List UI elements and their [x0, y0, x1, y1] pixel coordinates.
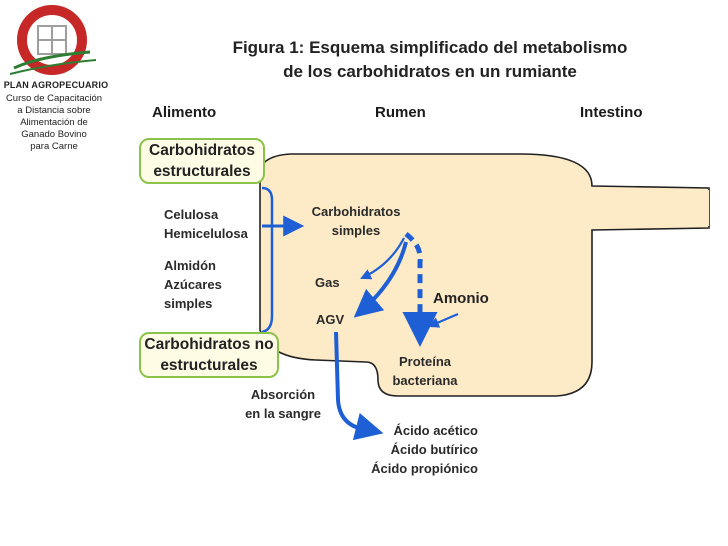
- item-almidon: Almidón: [164, 258, 216, 273]
- nonstructural-items: Almidón Azúcares simples: [164, 256, 222, 313]
- course-line: para Carne: [30, 141, 78, 152]
- acid-propionico: Ácido propiónico: [371, 461, 478, 476]
- item-azucares: Azúcares: [164, 277, 222, 292]
- item-celulosa: Celulosa: [164, 207, 219, 222]
- course-line: Alimentación de: [20, 117, 88, 128]
- label-line: simples: [331, 223, 381, 238]
- logo-emblem: [9, 5, 97, 75]
- food-bracket: [261, 186, 274, 334]
- gas-label: Gas: [315, 275, 340, 290]
- bacterial-protein-label: Proteína bacteriana: [386, 352, 464, 390]
- simple-carbs-label: Carbohidratos simples: [300, 202, 412, 240]
- box-line: estructurales: [160, 357, 258, 374]
- figure-title: Figura 1: Esquema simplificado del metab…: [170, 36, 690, 84]
- course-line: Curso de Capacitación: [5, 93, 103, 104]
- label-line: Absorción: [250, 387, 316, 402]
- protein-dashed-arrow: [402, 232, 438, 347]
- acids-list: Ácido acético Ácido butírico Ácido propi…: [358, 421, 478, 478]
- intestine-fill: [590, 190, 709, 226]
- gas-arrow: [360, 237, 405, 280]
- course-line: Ganado Bovino: [21, 129, 87, 140]
- agv-arrow: [353, 241, 408, 318]
- course-caption: Curso de Capacitación a Distancia sobre …: [2, 93, 106, 153]
- ammonia-arrow: [427, 312, 459, 328]
- item-simples: simples: [164, 296, 213, 311]
- acid-acetico: Ácido acético: [393, 423, 478, 438]
- absorption-label: Absorción en la sangre: [238, 385, 328, 423]
- figure-title-line: Figura 1: Esquema simplificado del metab…: [232, 38, 628, 57]
- nonstructural-carbs-box: Carbohidratos no estructurales: [139, 332, 279, 378]
- box-line: Carbohidratos: [149, 142, 255, 159]
- acid-butirico: Ácido butírico: [390, 442, 478, 457]
- agv-label: AGV: [316, 312, 345, 327]
- structural-items: Celulosa Hemicelulosa: [164, 205, 248, 243]
- header-alimento: Alimento: [152, 104, 217, 121]
- absorption-arrow: [334, 331, 384, 441]
- box-line: Carbohidratos no: [144, 336, 274, 353]
- label-line: bacteriana: [392, 373, 458, 388]
- ammonia-label: Amonio: [433, 290, 489, 307]
- figure-title-line: de los carbohidratos en un rumiante: [283, 62, 577, 81]
- item-hemicelulosa: Hemicelulosa: [164, 226, 248, 241]
- box-line: estructurales: [153, 163, 251, 180]
- label-line: Carbohidratos: [311, 204, 401, 219]
- label-line: en la sangre: [245, 406, 321, 421]
- header-rumen: Rumen: [375, 104, 426, 121]
- structural-carbs-box: Carbohidratos estructurales: [139, 138, 265, 184]
- header-intestino: Intestino: [580, 104, 643, 121]
- course-line: a Distancia sobre: [17, 105, 91, 116]
- label-line: Proteína: [398, 354, 451, 369]
- logo-brand: PLAN AGROPECUARIO: [3, 80, 109, 90]
